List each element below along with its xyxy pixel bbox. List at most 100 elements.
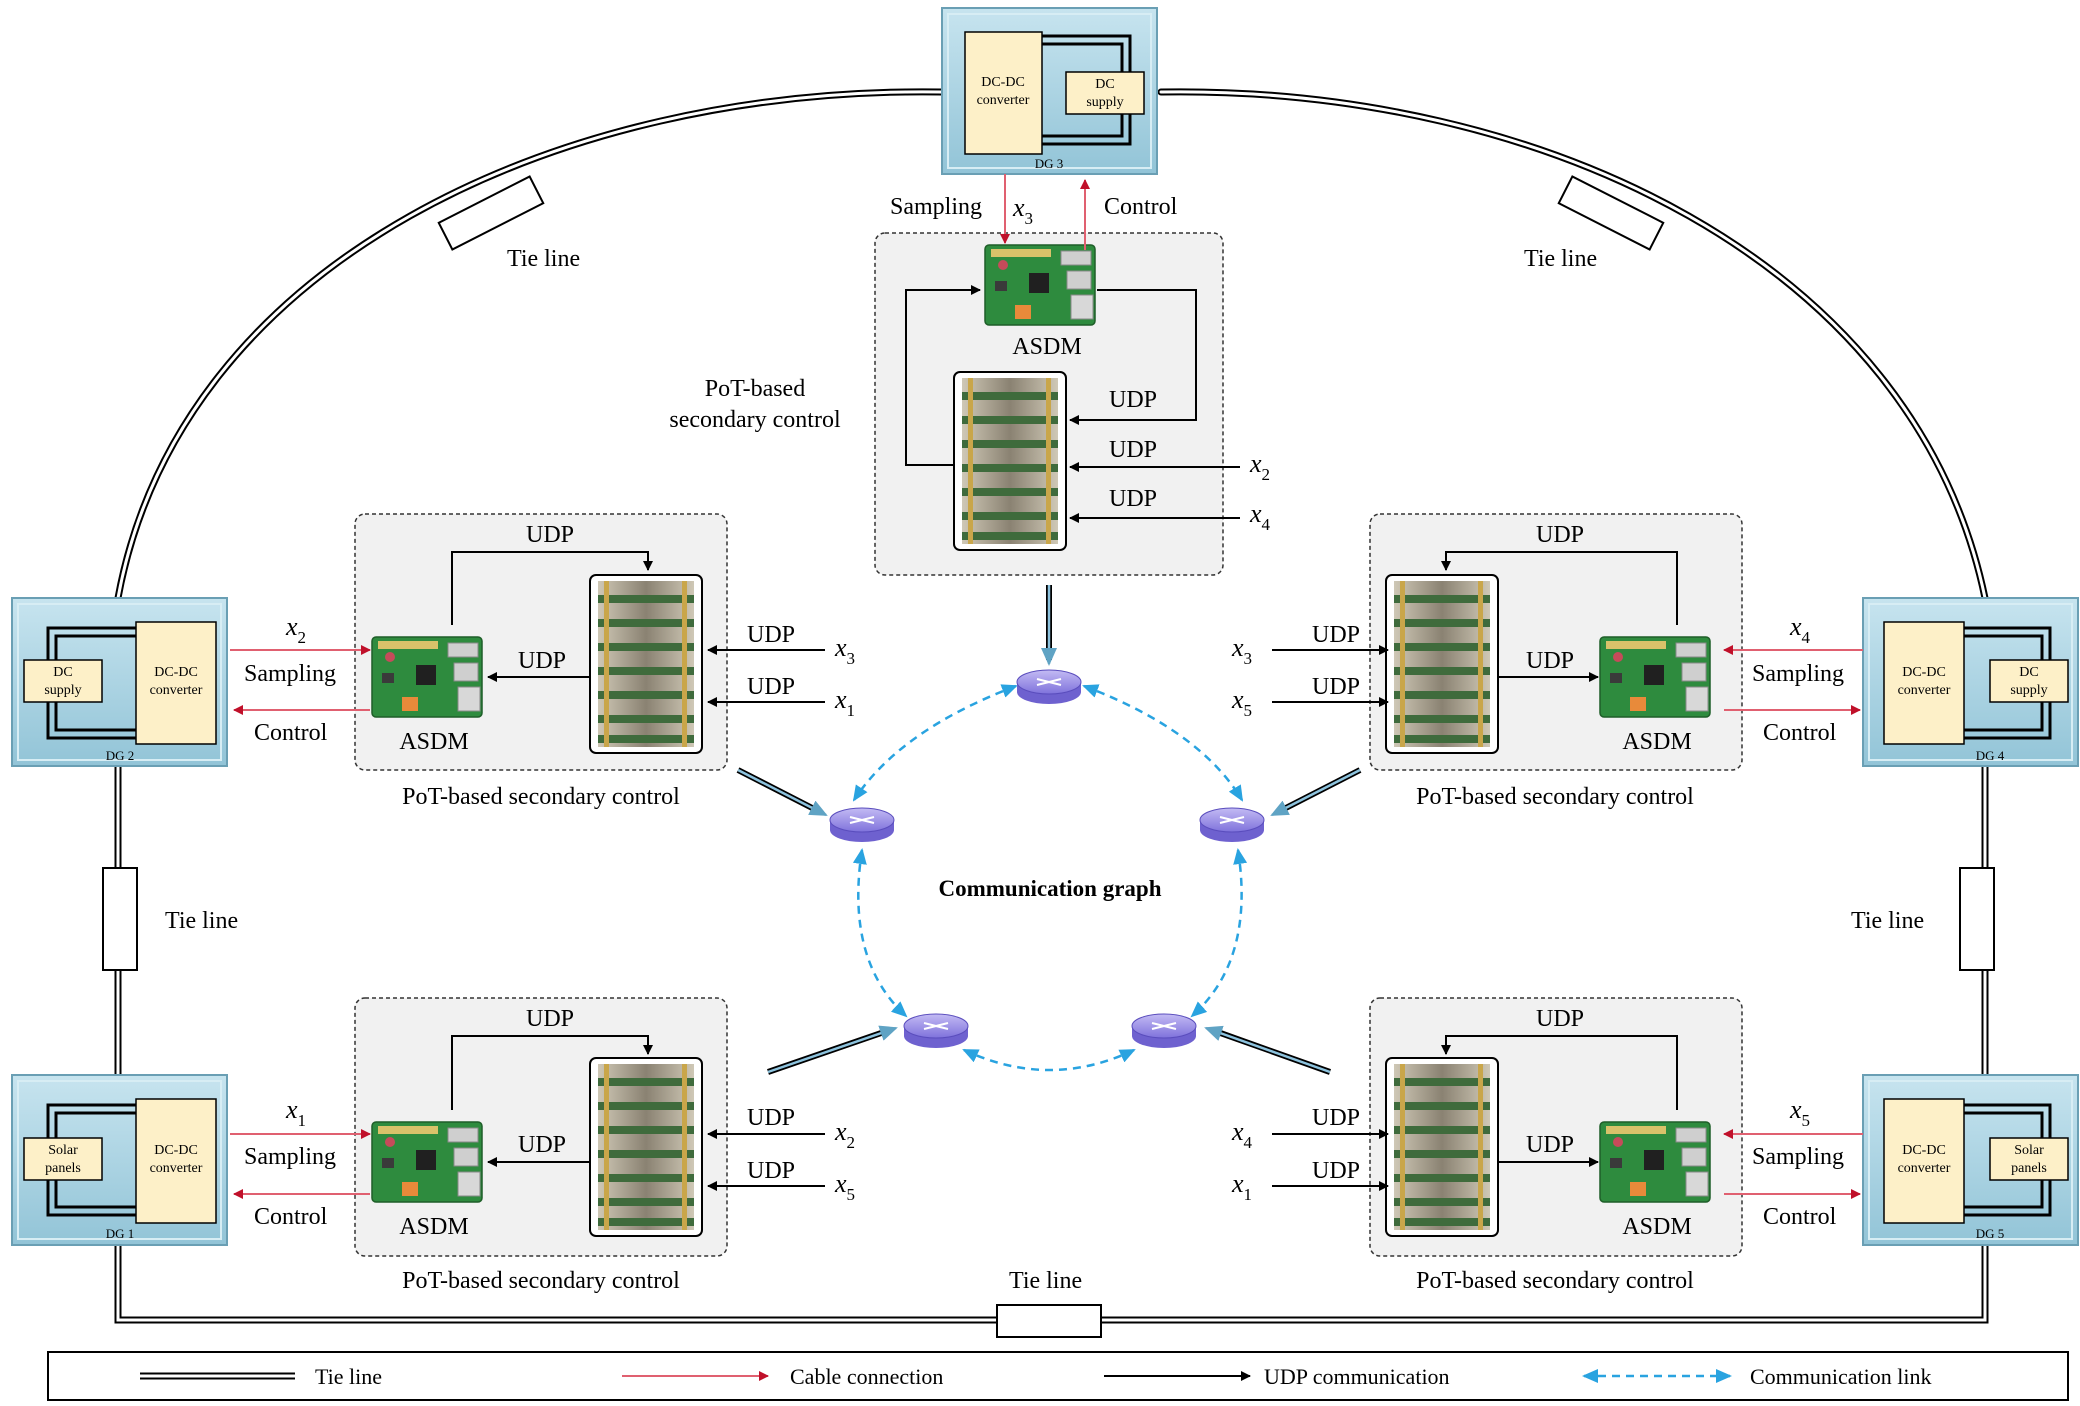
pot-secondary-label: secondary control (669, 407, 841, 433)
tie-line-label: Tie line (1009, 1268, 1082, 1294)
router-r4-icon (1199, 807, 1265, 843)
asdm-label: ASDM (399, 729, 468, 755)
udp-label: UDP (1312, 622, 1360, 648)
legend-cable-label: Cable connection (790, 1364, 943, 1389)
udp-label: UDP (1312, 1158, 1360, 1184)
asdm-board (1599, 636, 1711, 718)
pot-secondary-label: PoT-based secondary control (1416, 784, 1694, 810)
legend-udp-label: UDP communication (1264, 1364, 1450, 1389)
pot-secondary-label: PoT-based secondary control (402, 1268, 680, 1294)
sampling-label: Sampling (244, 1144, 336, 1170)
pot-cluster (589, 1057, 703, 1237)
state-x1: x1 (285, 1095, 306, 1130)
control-label: Control (1763, 1204, 1837, 1230)
udp-label: UDP (747, 1105, 795, 1131)
state-x1: x1 (1231, 1169, 1252, 1204)
state-x4: x4 (1789, 612, 1811, 647)
udp-label: UDP (1312, 674, 1360, 700)
pot-secondary-label: PoT-based secondary control (402, 784, 680, 810)
pot-panel-dg5: ASDM UDP UDP UDP UDP x4 x1 (1231, 997, 1743, 1257)
router-r1-icon (903, 1013, 969, 1049)
udp-label: UDP (747, 1158, 795, 1184)
state-x5: x5 (1789, 1095, 1810, 1130)
udp-label: UDP (526, 522, 574, 548)
udp-label: UDP (1536, 1006, 1584, 1032)
tie-line-box-bottom (996, 1304, 1102, 1338)
pot-panel-dg1: ASDM UDP UDP UDP UDP x2 x5 (354, 997, 855, 1257)
asdm-board (371, 636, 483, 718)
legend-tie-line-label: Tie line (315, 1364, 382, 1389)
dg1-name: DG 1 (106, 1226, 135, 1241)
control-label: Control (254, 720, 328, 746)
sampling-label: Sampling (890, 194, 982, 220)
router-r2-icon (829, 807, 895, 843)
state-x4: x4 (1231, 1117, 1253, 1152)
control-label: Control (1104, 194, 1178, 220)
udp-label: UDP (1109, 486, 1157, 512)
asdm-label: ASDM (1012, 334, 1081, 360)
pot-cluster (1385, 1057, 1499, 1237)
udp-label: UDP (518, 1132, 566, 1158)
udp-label: UDP (1109, 387, 1157, 413)
state-x4: x4 (1249, 499, 1271, 534)
asdm-label: ASDM (1622, 1214, 1691, 1240)
udp-label: UDP (747, 622, 795, 648)
udp-label: UDP (1526, 648, 1574, 674)
state-x2: x2 (1249, 449, 1270, 484)
asdm-board (984, 244, 1096, 326)
udp-label: UDP (526, 1006, 574, 1032)
asdm-label: ASDM (399, 1214, 468, 1240)
communication-links (852, 684, 1248, 1072)
legend-link-label: Communication link (1750, 1364, 1932, 1389)
tie-line-label: Tie line (507, 246, 580, 272)
udp-label: UDP (1526, 1132, 1574, 1158)
communication-graph-title: Communication graph (939, 876, 1162, 901)
pot-panel-dg4: ASDM UDP UDP UDP UDP x3 x5 (1231, 513, 1743, 771)
sampling-label: Sampling (244, 661, 336, 687)
sampling-label: Sampling (1752, 1144, 1844, 1170)
control-label: Control (1763, 720, 1837, 746)
dg2-name: DG 2 (106, 748, 135, 763)
udp-label: UDP (518, 648, 566, 674)
legend: Tie line Cable connection UDP communicat… (47, 1351, 2069, 1401)
state-x1: x1 (834, 685, 855, 720)
state-x3: x3 (1231, 633, 1252, 668)
router-r5-icon (1131, 1013, 1197, 1049)
udp-label: UDP (747, 674, 795, 700)
dg3-name: DG 3 (1035, 156, 1064, 171)
pot-secondary-label: PoT-based secondary control (1416, 1268, 1694, 1294)
state-x3: x3 (834, 633, 855, 668)
asdm-board (371, 1121, 483, 1203)
tie-line-box-left-top (437, 175, 545, 251)
tie-line-label: Tie line (1524, 246, 1597, 272)
udp-label: UDP (1109, 437, 1157, 463)
state-x2: x2 (285, 612, 306, 647)
state-x5: x5 (834, 1169, 855, 1204)
udp-label: UDP (1312, 1105, 1360, 1131)
state-x2: x2 (834, 1117, 855, 1152)
tie-line-box-right (1959, 867, 1995, 971)
asdm-board (1599, 1121, 1711, 1203)
pot-cluster (953, 371, 1067, 551)
asdm-label: ASDM (1622, 729, 1691, 755)
state-x5: x5 (1231, 685, 1252, 720)
sampling-label: Sampling (1752, 661, 1844, 687)
router-r3-icon (1016, 669, 1082, 705)
state-x3: x3 (1012, 193, 1033, 228)
pot-panel-dg2: ASDM UDP UDP UDP UDP x3 x1 (354, 513, 855, 771)
tie-line-label: Tie line (165, 908, 238, 934)
pot-cluster (589, 574, 703, 754)
